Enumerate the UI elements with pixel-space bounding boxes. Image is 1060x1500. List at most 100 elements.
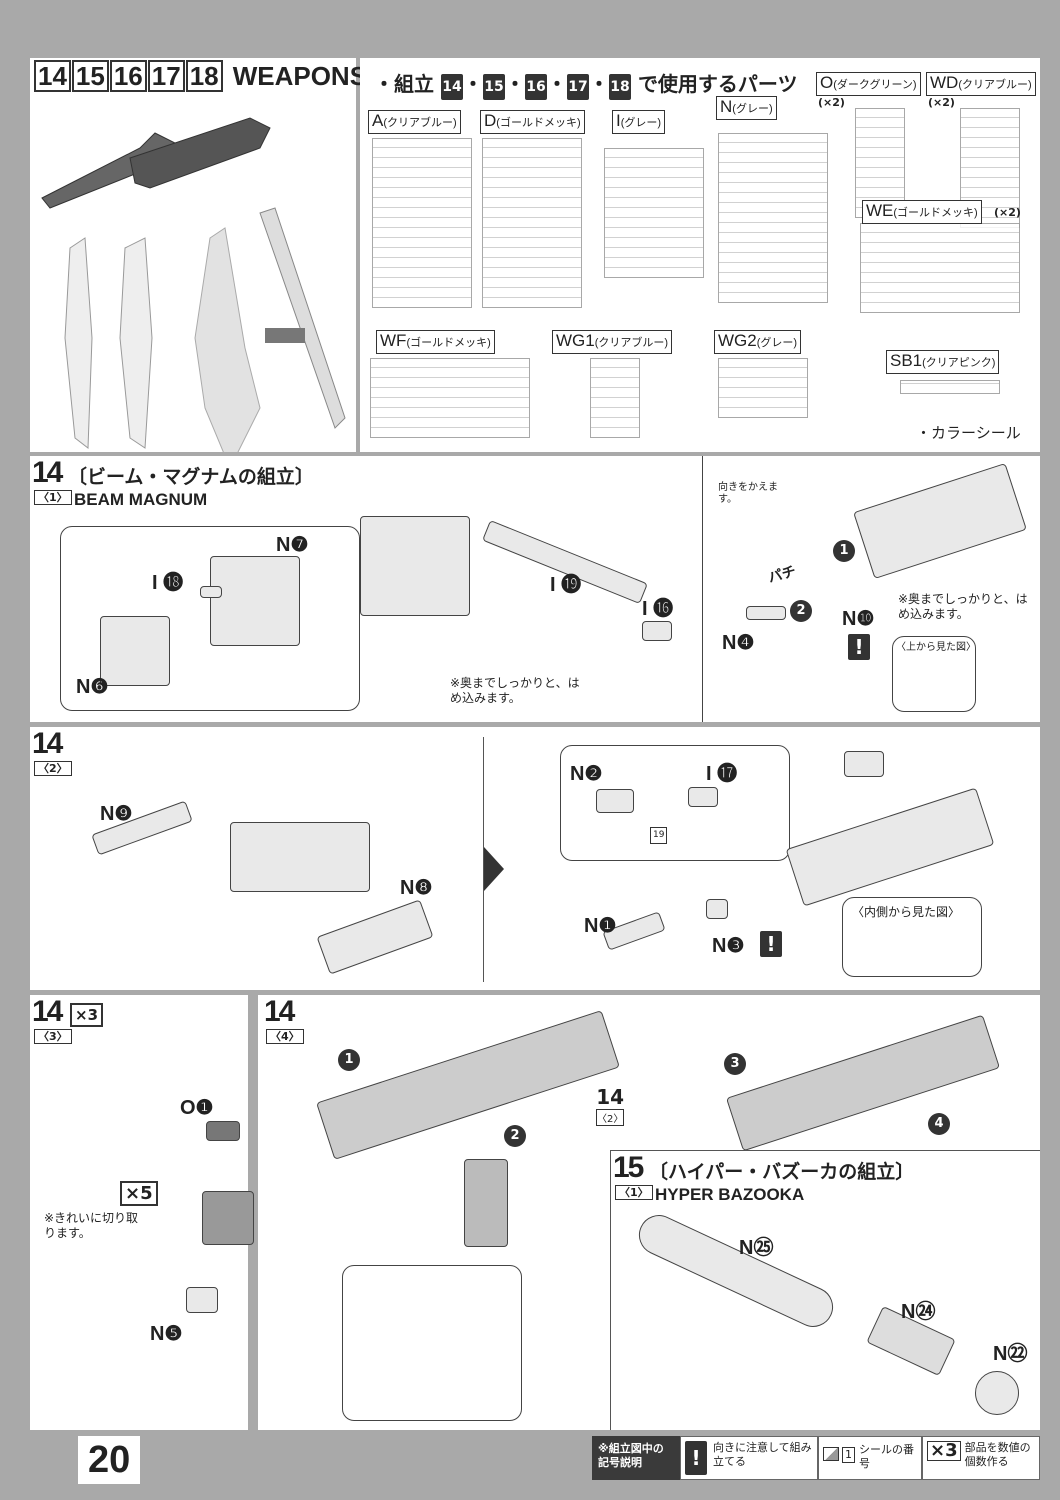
callout-n10: N❿ — [842, 608, 875, 630]
step-title-jp: 〔ハイパー・バズーカの組立〕 — [649, 1161, 915, 1183]
inside-view-bubble — [842, 897, 982, 977]
part-stack — [202, 1191, 254, 1245]
runner-qty-wd: (×2) — [928, 96, 955, 109]
runner-label-o: O(ダークグリーン) — [816, 72, 921, 96]
step-number: 14 — [264, 995, 295, 1029]
step-ref: 14 〈2〉 — [596, 1085, 625, 1126]
step-sub: 〈1〉 — [34, 490, 72, 505]
step-sub: 〈4〉 — [266, 1029, 304, 1044]
runner-i — [604, 148, 704, 278]
runner-sb1 — [900, 380, 1000, 394]
runner-label-wg2: WG2(グレー) — [714, 330, 802, 354]
step-box: 15 — [71, 60, 109, 92]
callout-i16: I ⓰ — [642, 598, 674, 620]
legend-sticker: 1 シールの番号 — [818, 1436, 922, 1480]
sticker-icon — [823, 1447, 839, 1461]
runner-label-a: A(クリアブルー) — [368, 110, 461, 134]
step-sub: 〈2〉 — [34, 761, 72, 776]
callout-n5: N❺ — [150, 1323, 183, 1345]
runner-wg1 — [590, 358, 640, 438]
orientation-warning-icon: ! — [760, 931, 782, 957]
runner-label-we: WE(ゴールドメッキ) — [862, 200, 982, 224]
next-arrow-icon — [484, 847, 504, 891]
make-times-badge: ×3 — [70, 1003, 104, 1027]
top-view-label: 〈上から見た図〉 — [896, 642, 976, 653]
part-n25-tube — [632, 1208, 840, 1334]
runner-label-sb1: SB1(クリアピンク) — [886, 350, 1000, 374]
part-n6 — [100, 616, 170, 686]
warning-text: 向きに注意して組み立てる — [713, 1441, 812, 1468]
part-magnum-assembled-2 — [725, 1014, 1001, 1152]
runner-label-i: I(グレー) — [612, 110, 666, 134]
arrow-step-1: 1 — [338, 1049, 360, 1071]
part-magnum-body — [230, 822, 370, 892]
ref-num: 14 — [596, 1085, 625, 1109]
step-title-en: HYPER BAZOOKA — [655, 1185, 805, 1204]
divider — [483, 737, 484, 982]
step-box: 16 — [109, 60, 147, 92]
runner-n — [718, 133, 828, 303]
arrow-step-2: 2 — [504, 1125, 526, 1147]
part-magnum-body — [360, 516, 470, 616]
callout-n8: N❽ — [400, 877, 433, 899]
divider — [702, 456, 703, 722]
runner-we — [860, 223, 1020, 313]
part-n22 — [975, 1371, 1019, 1415]
callout-n1: N❶ — [584, 915, 617, 937]
part-magnum-assembled — [853, 462, 1027, 580]
runner-a — [372, 138, 472, 308]
runner-label-wd: WD(クリアブルー) — [926, 72, 1036, 96]
runner-d — [482, 138, 582, 308]
step-ref: 14 — [440, 74, 463, 100]
step-number: 14 — [32, 727, 63, 761]
callout-i19: I ⓳ — [550, 574, 582, 596]
weapons-title: WEAPONS — [232, 61, 368, 91]
part-n4 — [746, 606, 786, 620]
arrow-step-1: 1 — [833, 540, 855, 562]
times-text: 部品を数値の個数作る — [964, 1441, 1031, 1468]
runner-label-wf: WF(ゴールドメッキ) — [376, 330, 495, 354]
step-sub: 〈1〉 — [615, 1185, 653, 1200]
callout-i17: I ⓱ — [706, 763, 738, 785]
parts-heading: ・組立 14・15・16・17・18 で使用するパーツ — [374, 68, 798, 100]
detail-bubble — [560, 745, 790, 861]
weapons-illustration — [41, 117, 346, 452]
step-14-3-panel: 14 〈3〉 ×3 O❶ ×5 ※きれいに切り取ります。 N❺ — [30, 995, 254, 1430]
part-grip — [464, 1159, 508, 1247]
step-14-1-panel: 14 〈1〉 〔ビーム・マグナムの組立〕 BEAM MAGNUM N❼ I ⓲ … — [30, 456, 1040, 722]
runner-o — [855, 108, 905, 218]
legend-title: ※組立図中の記号説明 — [592, 1436, 680, 1480]
detail-bubble — [342, 1265, 522, 1421]
callout-o1: O❶ — [180, 1097, 214, 1119]
color-sticker-label: ・カラーシール — [916, 424, 1021, 442]
runner-qty-o: (×2) — [818, 96, 845, 109]
runner-label-d: D(ゴールドメッキ) — [480, 110, 585, 134]
callout-n6: N❻ — [76, 676, 109, 698]
part-i18 — [200, 586, 222, 598]
callout-n7: N❼ — [276, 534, 309, 556]
page-number: 20 — [78, 1436, 141, 1484]
warning-icon: ! — [685, 1441, 707, 1475]
callout-n3: N❸ — [712, 935, 745, 957]
part-i16 — [642, 621, 672, 641]
callout-n9: N❾ — [100, 803, 133, 825]
step-title-en: BEAM MAGNUM — [74, 490, 208, 509]
inside-view-label: 〈内側から見た図〉 — [852, 905, 961, 919]
step-title-jp: 〔ビーム・マグナムの組立〕 — [68, 466, 314, 488]
arrow-step-3: 3 — [724, 1053, 746, 1075]
snap-text: パチ — [766, 563, 798, 587]
runner-qty-we: (×2) — [994, 206, 1021, 219]
part-o1 — [206, 1121, 240, 1141]
step-number: 15 — [613, 1151, 644, 1185]
ref-sub: 〈2〉 — [596, 1109, 625, 1126]
runner-label-n: N(グレー) — [716, 96, 777, 120]
legend-warning: !向きに注意して組み立てる — [680, 1436, 818, 1480]
part-i17 — [688, 787, 718, 807]
note-turn: 向きをかえます。 — [718, 482, 778, 505]
arrow-step-2: 2 — [790, 600, 812, 622]
step-ref: 17 — [566, 74, 589, 100]
parts-list-panel: ・組立 14・15・16・17・18 で使用するパーツ A(クリアブルー) D(… — [360, 58, 1040, 452]
part-n3 — [706, 899, 728, 919]
sticker-number-box: 1 — [842, 1447, 855, 1463]
